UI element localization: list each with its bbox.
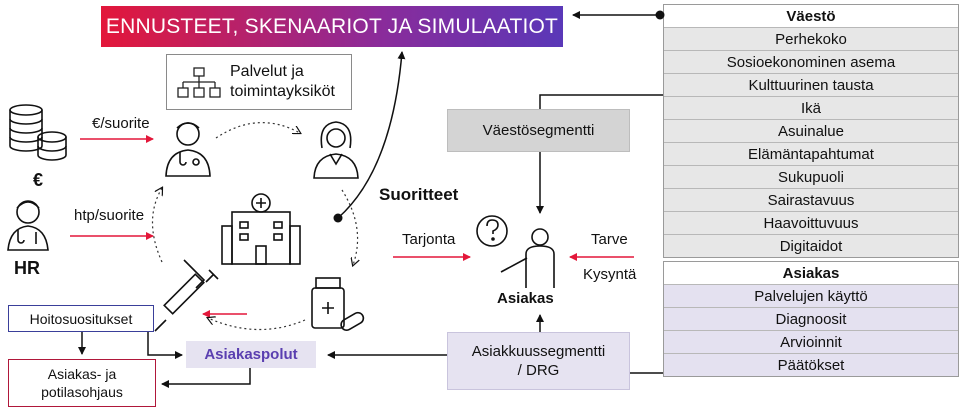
client-row: Diagnoosit (664, 307, 958, 330)
client-row: Arvioinnit (664, 330, 958, 353)
population-row: Perhekoko (664, 27, 958, 50)
eur-per-unit-label: €/suorite (92, 115, 150, 132)
population-to-segment-line (539, 94, 663, 109)
population-row: Elämäntapahtumat (664, 142, 958, 165)
population-row: Haavoittuvuus (664, 211, 958, 234)
guideline-to-paths-arrow (147, 332, 183, 359)
guidance-line2: potilasohjaus (41, 384, 123, 400)
paths-to-guidance-arrow (161, 368, 251, 388)
population-table: Väestö Perhekoko Sosioekonominen asema K… (663, 4, 959, 258)
hospital-icon (221, 193, 301, 265)
client-segment-line2: / DRG (517, 362, 560, 379)
client-segment-drg-box: Asiakkuussegmentti / DRG (447, 332, 630, 390)
demand-label: Kysyntä (583, 266, 637, 283)
female-professional-icon (313, 121, 359, 179)
medicine-icon (311, 277, 365, 331)
forecasts-banner: ENNUSTEET, SKENAARIOT JA SIMULAATIOT (101, 6, 563, 47)
client-row: Päätökset (664, 353, 958, 376)
population-segment-box: Väestösegmentti (447, 109, 630, 152)
services-label-2: toimintayksiköt (230, 83, 335, 100)
care-recommendations-box: Hoitosuositukset (8, 305, 154, 332)
htp-per-unit-label: htp/suorite (74, 207, 145, 224)
need-label: Tarve (591, 231, 628, 248)
client-table-header: Asiakas (664, 262, 958, 284)
hr-person-icon (7, 200, 49, 251)
outputs-to-forecast-arrow (333, 51, 406, 223)
population-row: Digitaidot (664, 234, 958, 257)
org-chart-icon (177, 67, 221, 98)
euro-label: € (33, 170, 44, 190)
client-row: Palvelujen käyttö (664, 284, 958, 307)
services-label-1: Palvelut ja (230, 63, 304, 80)
services-units-box: Palvelut ja toimintayksiköt (166, 54, 352, 110)
population-row: Kulttuurinen tausta (664, 73, 958, 96)
doctor-icon (165, 122, 211, 177)
population-row: Sosioekonominen asema (664, 50, 958, 73)
client-question-icon (476, 215, 555, 288)
client-segment-line1: Asiakkuussegmentti (471, 343, 606, 360)
population-row: Sukupuoli (664, 165, 958, 188)
supply-label: Tarjonta (402, 231, 456, 248)
population-table-header: Väestö (664, 5, 958, 27)
outputs-label: Suoritteet (379, 185, 459, 204)
guidance-box: Asiakas- ja potilasohjaus (8, 359, 156, 407)
syringe-icon (154, 259, 219, 332)
population-row: Asuinalue (664, 119, 958, 142)
coins-icon (9, 104, 67, 161)
service-cycle (152, 122, 358, 331)
population-to-forecast-arrow (572, 10, 665, 20)
population-row: Sairastavuus (664, 188, 958, 211)
hr-label: HR (14, 258, 40, 278)
guidance-line1: Asiakas- ja (47, 366, 117, 382)
client-label: Asiakas (497, 290, 554, 307)
client-table: Asiakas Palvelujen käyttö Diagnoosit Arv… (663, 261, 959, 377)
client-paths-box: Asiakaspolut (186, 341, 316, 368)
population-row: Ikä (664, 96, 958, 119)
